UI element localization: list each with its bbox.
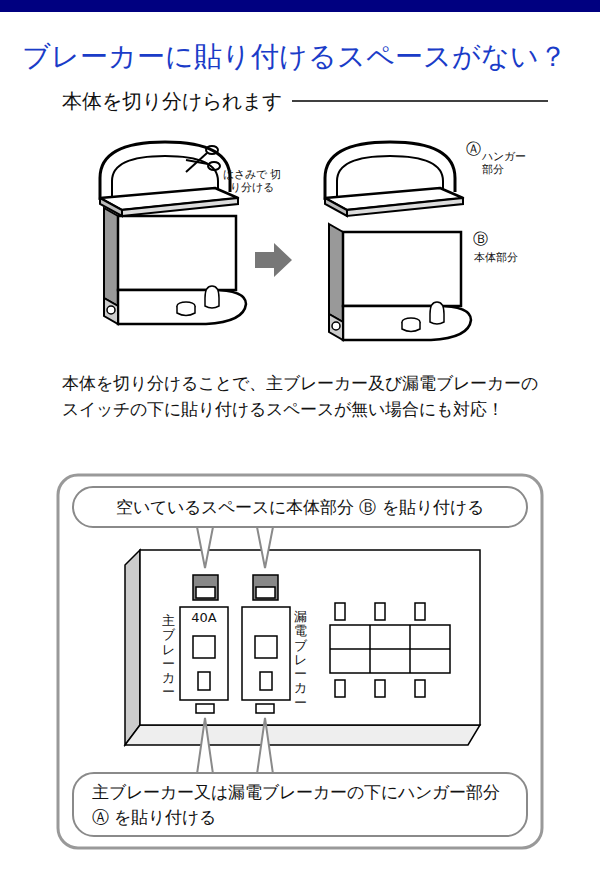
callout-text: 空いているスペースに本体部分 Ⓑ を貼り付ける	[92, 495, 508, 520]
callout-box: 空いているスペースに本体部分 Ⓑ を貼り付ける	[72, 486, 528, 528]
callout-box: 主ブレーカー又は漏電ブレーカーの下にハンガー部分 Ⓐ を貼り付ける	[72, 772, 528, 837]
callout-letter: Ⓑ	[473, 230, 488, 249]
callout-letter: Ⓐ	[466, 140, 481, 159]
callout-text: 主ブレーカー又は漏電ブレーカーの下にハンガー部分 Ⓐ を貼り付ける	[92, 780, 508, 829]
instruction-note: はさみで 切り分ける	[222, 168, 282, 194]
section-heading: 本体を切り分けられます	[62, 88, 282, 115]
breaker-name: 主ブレーカー	[162, 614, 175, 700]
part-name: ハンガー 部分	[482, 150, 534, 176]
description-text: 本体を切り分けることで、主ブレーカー及び漏電ブレーカーのスイッチの下に貼り付ける…	[62, 370, 544, 423]
rating-label: 40A	[182, 610, 226, 625]
breaker-name: 漏電ブレーカー	[294, 610, 307, 710]
part-name: 本体部分	[474, 250, 518, 265]
page-title: ブレーカーに貼り付けるスペースがない？	[22, 38, 582, 76]
